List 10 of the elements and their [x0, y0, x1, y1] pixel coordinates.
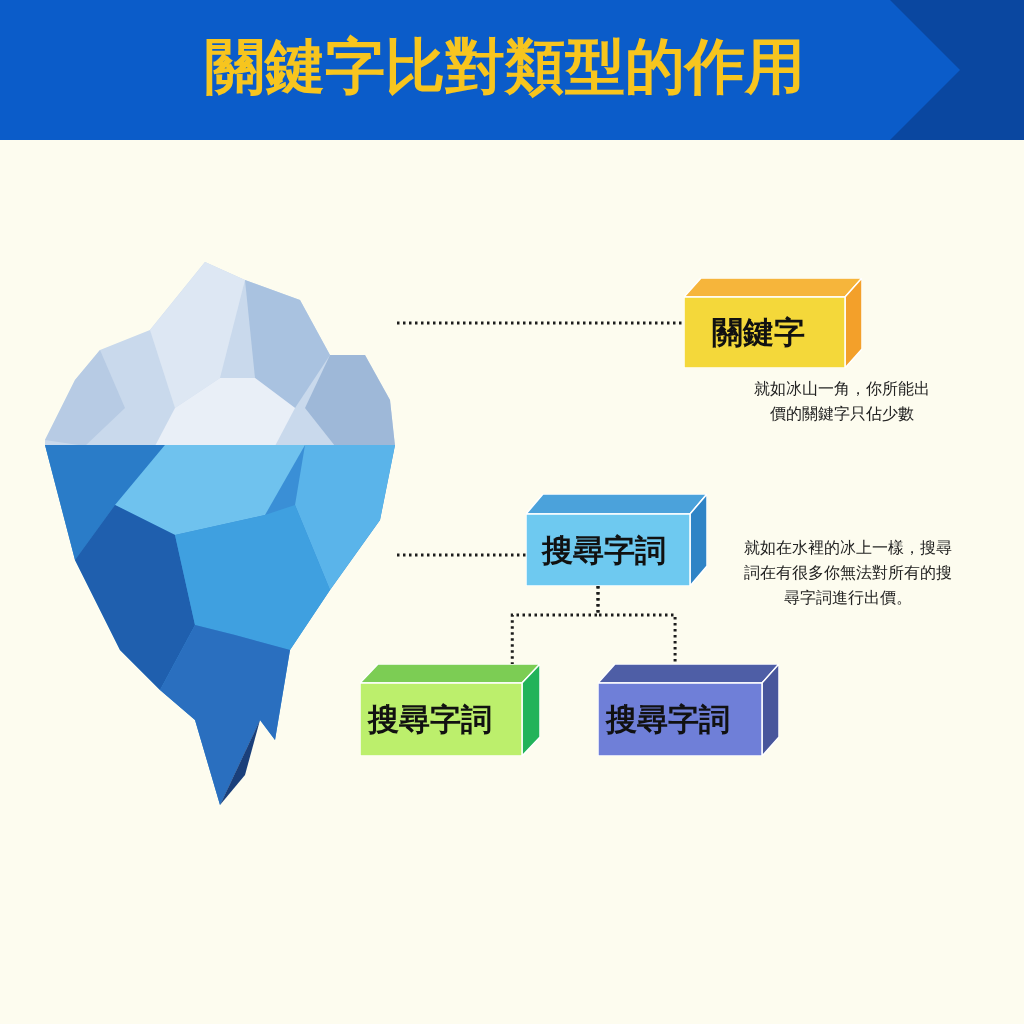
box-label: 搜尋字詞: [542, 534, 666, 566]
description-text: 就如在水裡的冰上一樣，搜尋詞在有很多你無法對所有的搜尋字詞進行出價。: [744, 537, 952, 609]
box-label: 搜尋字詞: [606, 704, 730, 735]
description-text: 就如冰山一角，你所能出價的關鍵字只佔少數: [753, 378, 931, 425]
box-label: 搜尋字詞: [368, 704, 492, 735]
title: 關鍵字比對類型的作用: [204, 36, 806, 96]
leader-line: [397, 553, 526, 557]
box-label: 關鍵字: [712, 317, 805, 348]
leader-line: [397, 321, 684, 325]
connector-line: [596, 586, 677, 664]
